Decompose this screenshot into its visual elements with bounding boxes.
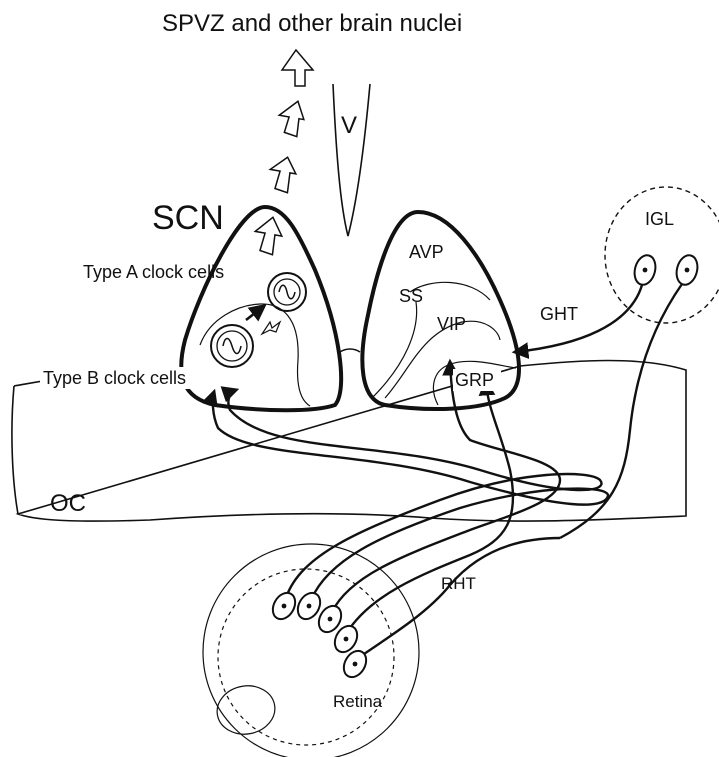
grp-label: GRP (455, 370, 494, 390)
vip-label: VIP (437, 314, 466, 334)
ventricle-label: V (341, 112, 357, 139)
coupling-arrow-hollow-icon (262, 322, 280, 334)
igl-neuron-icon (631, 253, 658, 287)
optic-chiasm-left-edge (12, 386, 18, 514)
type-b-clock-cell (211, 325, 253, 367)
oc-label: OC (50, 490, 86, 517)
coupling-arrow-solid (246, 306, 264, 320)
output-arrow-icon (282, 50, 313, 86)
rht-fibre (346, 382, 513, 634)
ght-pathway (515, 285, 642, 352)
scn-bridge (340, 349, 360, 352)
igl-label: IGL (645, 209, 674, 229)
output-arrow-icon (252, 215, 285, 256)
lens (213, 681, 278, 738)
rht-fibre (355, 538, 560, 660)
ght-label: GHT (540, 304, 578, 324)
rht-label: RHT (441, 574, 476, 593)
ganglion-cell-icon (268, 589, 299, 623)
output-arrow-icon (267, 155, 299, 194)
third-ventricle (333, 84, 370, 236)
igl-region (605, 187, 719, 323)
diagram-title: SPVZ and other brain nuclei (162, 10, 462, 37)
avp-label: AVP (409, 242, 444, 262)
output-arrow-icon (276, 98, 307, 137)
retina-label: Retina (333, 692, 383, 711)
ss-label: SS (399, 286, 423, 306)
igl-descending-fibre (560, 284, 682, 538)
output-arrows (252, 50, 313, 256)
rht-fibre (228, 390, 601, 598)
type-a-label: Type A clock cells (83, 262, 224, 282)
scn-label: SCN (152, 199, 224, 237)
scn-right-ss-fibre (372, 302, 417, 398)
type-b-label: Type B clock cells (43, 368, 186, 388)
igl-neuron-icon (673, 253, 700, 287)
retinal-ganglion-cells (268, 589, 370, 681)
eye-outline (203, 544, 419, 757)
